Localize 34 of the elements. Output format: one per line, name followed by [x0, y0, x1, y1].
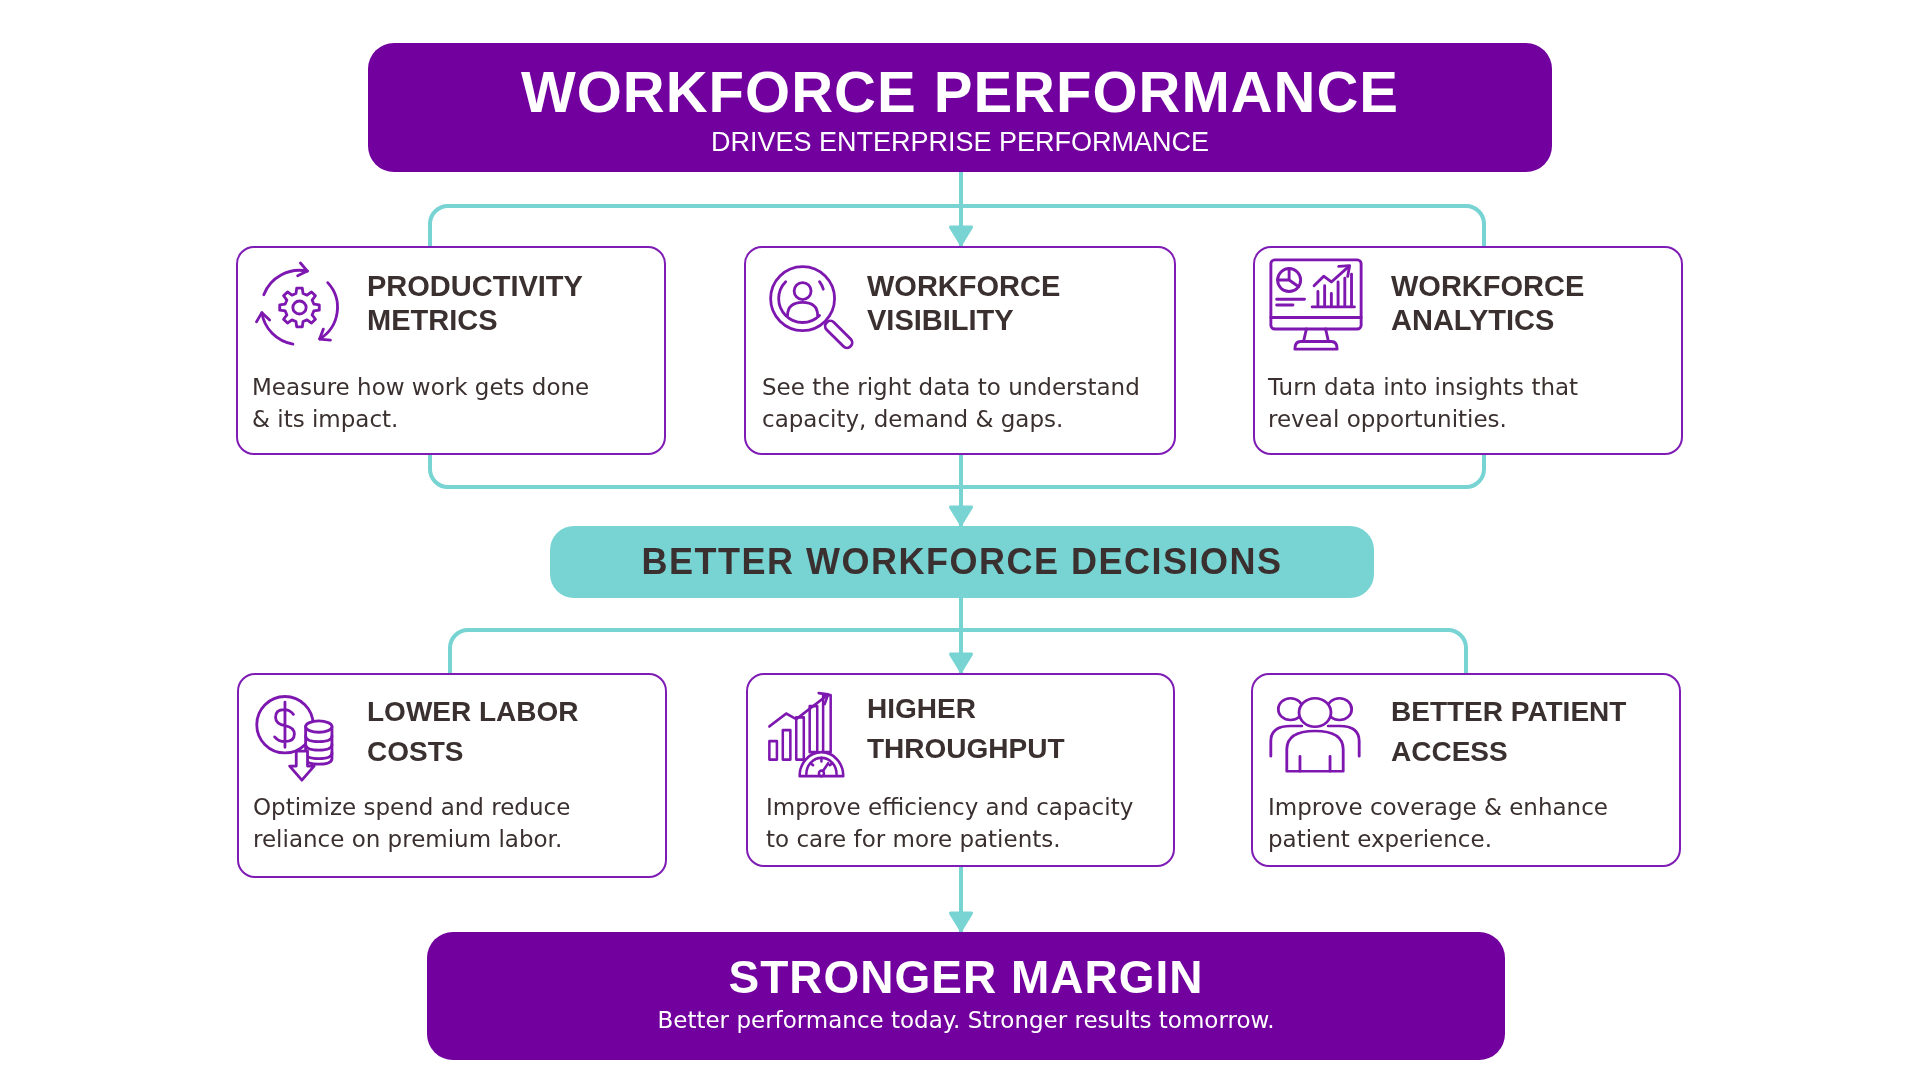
info-card: [744, 246, 1176, 455]
subtitle: DRIVES ENTERPRISE PERFORMANCE: [710, 126, 1210, 158]
connector-line: [959, 455, 963, 487]
card-heading: HIGHER THROUGHPUT: [867, 692, 1066, 766]
card-heading: BETTER PATIENT ACCESS: [1391, 695, 1628, 769]
card-heading: WORKFORCE ANALYTICS: [1391, 269, 1586, 337]
info-card: [746, 673, 1175, 867]
card-heading: PRODUCTIVITY METRICS: [367, 269, 584, 337]
info-card: [237, 673, 667, 878]
result-title: STRONGER MARGIN: [728, 950, 1204, 1004]
info-card: [1251, 673, 1681, 867]
connector-line: [428, 455, 961, 489]
title-banner: [368, 43, 1552, 172]
decision-label: BETTER WORKFORCE DECISIONS: [641, 540, 1283, 584]
connector-line: [448, 628, 961, 673]
card-description: Turn data into insights that reveal opportunities.: [1268, 373, 1580, 434]
info-card: [236, 246, 666, 455]
card-description: Improve coverage & enhance patient experience.: [1268, 793, 1609, 854]
connector-line: [961, 455, 1486, 489]
connector-line: [961, 204, 1486, 246]
decision-bar: [550, 526, 1374, 598]
result-banner: [427, 932, 1505, 1060]
card-description: Improve efficiency and capacity to care for more patients.: [766, 793, 1135, 854]
connector-line: [959, 598, 963, 630]
card-heading: LOWER LABOR COSTS: [367, 695, 580, 769]
card-description: Measure how work gets done & its impact.: [252, 373, 591, 434]
main-title: WORKFORCE PERFORMANCE: [520, 60, 1400, 124]
info-card: [1253, 246, 1683, 455]
connector-line: [961, 628, 1468, 673]
card-description: Optimize spend and reduce reliance on premium labor.: [253, 793, 572, 854]
card-description: See the right data to understand capacity, demand & gaps.: [762, 373, 1141, 434]
connector-line: [428, 204, 961, 246]
card-heading: WORKFORCE VISIBILITY: [867, 269, 1062, 337]
result-subtitle: Better performance today. Stronger results tomorrow.: [657, 1006, 1275, 1035]
